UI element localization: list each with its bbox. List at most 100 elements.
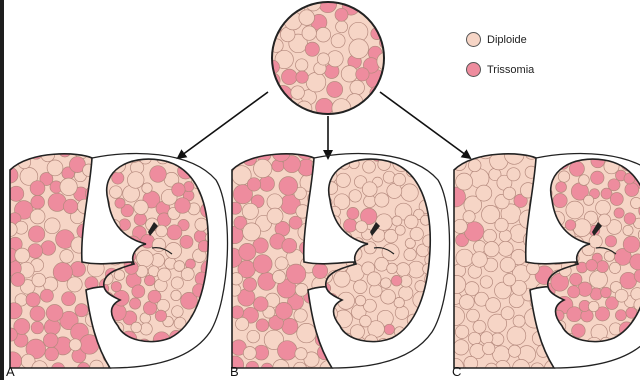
diploid-cell	[632, 331, 640, 341]
diploid-cell	[349, 190, 361, 202]
trisomy-cell	[261, 363, 273, 375]
diploid-cell	[447, 146, 462, 161]
trisomy-cell	[172, 183, 185, 196]
trisomy-cell	[70, 262, 85, 277]
diploid-cell	[171, 290, 181, 300]
diploid-cell	[465, 282, 479, 296]
trisomy-cell	[356, 68, 369, 81]
trisomy-cell	[44, 319, 60, 335]
diploid-cell	[344, 149, 356, 161]
diploid-cell	[396, 263, 410, 277]
panel-c-embryo-placenta	[446, 142, 640, 376]
diploid-cell	[92, 300, 109, 317]
mosaicism-diagram: Diploide Trissomia A B C	[4, 0, 640, 380]
trisomy-cell	[259, 176, 274, 191]
trisomy-cell	[378, 2, 392, 16]
diploid-cell	[83, 164, 95, 176]
diploid-cell	[405, 215, 419, 229]
trisomy-cell	[289, 216, 302, 229]
trisomy-cell	[111, 282, 121, 292]
diploid-cell	[172, 306, 184, 318]
diploid-cell	[158, 268, 171, 281]
diploid-cell	[468, 159, 481, 172]
trisomy-cell	[615, 310, 626, 321]
panel-label-b: B	[230, 364, 239, 379]
arrow-to-c	[380, 92, 470, 158]
trisomy-cell	[130, 298, 141, 309]
diploid-cell	[294, 309, 307, 322]
trisomy-cell	[624, 213, 636, 225]
diploid-cell	[579, 175, 590, 186]
diploid-cell	[486, 298, 501, 313]
diploid-cell	[334, 271, 350, 287]
trisomy-cell	[175, 198, 191, 214]
trisomy-cell	[26, 293, 40, 307]
trisomy-cell	[597, 261, 609, 273]
diploid-swatch	[466, 32, 481, 47]
diploid-cell	[8, 143, 23, 158]
trisomy-cell	[30, 181, 45, 196]
diploid-cell	[236, 317, 249, 330]
trisomy-cell	[327, 82, 343, 98]
diploid-cell	[338, 144, 355, 161]
trisomy-cell	[51, 363, 65, 377]
panel-label-a: A	[6, 364, 15, 379]
trisomy-cell	[300, 241, 313, 254]
diploid-cell	[381, 289, 396, 304]
trisomy-cell	[605, 236, 616, 247]
trisomy-cell	[265, 73, 280, 88]
trisomy-cell	[544, 325, 557, 338]
trisomy-cell	[132, 285, 145, 298]
trisomy-cell	[307, 208, 326, 227]
trisomy-cell	[317, 345, 332, 360]
diploid-cell	[558, 171, 569, 182]
trisomy-cell	[195, 272, 209, 286]
diploid-cell	[332, 150, 343, 161]
diploid-cell	[541, 225, 552, 236]
diploid-cell	[331, 34, 345, 48]
panel-a-embryo-placenta	[4, 143, 227, 376]
diploid-cell	[368, 97, 385, 114]
trisomy-cell	[155, 310, 166, 321]
diploid-cell	[247, 330, 260, 343]
diploid-cell	[15, 248, 30, 263]
diploid-cell	[566, 201, 584, 219]
diploid-cell	[623, 225, 633, 235]
trisomy-cell	[553, 194, 567, 208]
trisomy-cell	[97, 228, 110, 241]
diploid-cell	[498, 241, 513, 256]
diploid-cell	[537, 169, 551, 183]
trisomy-cell	[311, 247, 328, 264]
trisomy-cell	[239, 243, 256, 260]
diploid-cell	[254, 159, 272, 177]
trisomy-cell	[313, 263, 328, 278]
diploid-cell	[192, 145, 208, 161]
trisomy-cell	[272, 144, 290, 162]
diploid-cell	[456, 249, 473, 266]
diploid-cell	[480, 276, 492, 288]
diploid-cell	[273, 270, 286, 283]
trisomy-cell	[63, 199, 77, 213]
diploid-cell	[573, 219, 591, 237]
trisomy-cell	[45, 347, 59, 361]
diploid-cell	[446, 307, 465, 326]
diploid-cell	[60, 249, 74, 263]
diploid-cell	[341, 66, 357, 82]
trisomy-cell	[347, 207, 359, 219]
diploid-cell	[311, 301, 324, 314]
trisomy-cell	[282, 318, 298, 334]
diploid-cell	[306, 72, 326, 92]
diploid-cell	[429, 207, 442, 220]
trisomy-cell	[591, 154, 605, 168]
diploid-cell	[406, 331, 420, 345]
diploid-cell	[507, 168, 520, 181]
diploid-cell	[476, 185, 492, 201]
trisomy-cell	[347, 357, 361, 371]
trisomy-cell	[586, 260, 598, 272]
trisomy-cell	[167, 225, 182, 240]
trisomy-cell	[358, 0, 372, 12]
diploid-cell	[395, 306, 408, 319]
diploid-cell	[291, 86, 305, 100]
diploid-cell	[615, 289, 628, 302]
diploid-cell	[137, 250, 154, 267]
